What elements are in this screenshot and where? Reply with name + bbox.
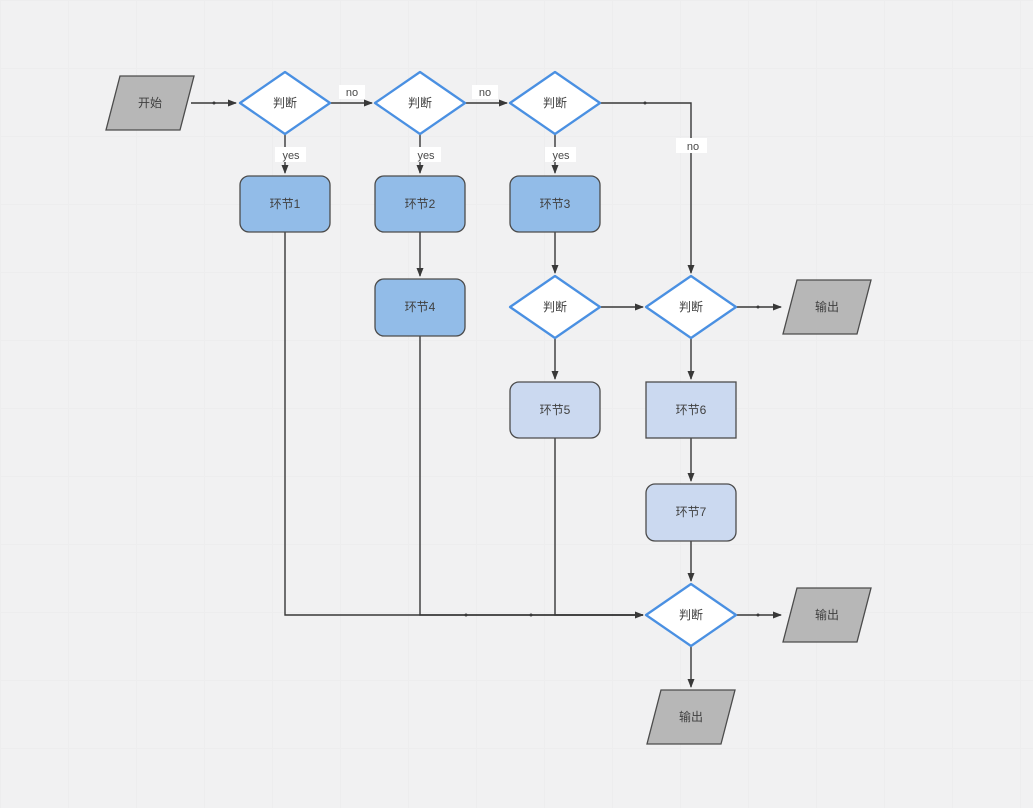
nodes-layer: 开始 判断 判断 判断 环节1 环节2 环节3 环节4 [105, 70, 872, 745]
node-step-6[interactable]: 环节6 [645, 381, 737, 439]
edge-label-no-3: no [687, 141, 699, 153]
node-decision-1[interactable]: 判断 [238, 70, 332, 136]
edge-step-5-to-decision-6[interactable] [554, 438, 643, 616]
edge-step-4-to-decision-6[interactable] [419, 336, 643, 616]
node-label: 判断 [543, 95, 567, 110]
node-label: 环节1 [270, 197, 301, 211]
process-rect-shape [374, 278, 466, 337]
node-decision-3[interactable]: 判断 [508, 70, 602, 136]
node-label: 环节4 [405, 300, 436, 314]
output-parallelogram-shape [782, 279, 872, 335]
node-output-3[interactable]: 输出 [646, 689, 736, 745]
node-output-2[interactable]: 输出 [782, 587, 872, 643]
node-label: 环节7 [676, 505, 707, 519]
edge-label-yes-2: yes [417, 150, 435, 162]
edge-midpoint-dot [529, 613, 533, 617]
edge-label-no-1: no [346, 87, 358, 99]
edge-label-yes-3: yes [552, 150, 570, 162]
edge-label-chip [339, 85, 365, 99]
output-parallelogram-shape [782, 587, 872, 643]
edge-labels-layer: yes yes yes no no no [275, 85, 707, 162]
decision-diamond-shape [644, 582, 738, 648]
edge-label-yes-1: yes [282, 150, 300, 162]
process-rect-shape [645, 483, 737, 542]
node-output-1[interactable]: 输出 [782, 279, 872, 335]
node-start[interactable]: 开始 [105, 75, 195, 131]
node-step-1[interactable]: 环节1 [239, 175, 331, 233]
edge-midpoint-dot [643, 101, 647, 105]
edge-midpoint-dot [212, 101, 216, 105]
node-decision-6[interactable]: 判断 [644, 582, 738, 648]
edge-label-chip [410, 147, 441, 162]
node-decision-5[interactable]: 判断 [644, 274, 738, 340]
node-label: 环节6 [676, 403, 707, 417]
node-label: 环节5 [540, 403, 571, 417]
edge-midpoint-dot [464, 613, 468, 617]
decision-diamond-shape [508, 274, 602, 340]
node-label: 判断 [543, 299, 567, 314]
process-rect-shape [509, 175, 601, 233]
edge-label-chip [545, 147, 576, 162]
node-label: 判断 [273, 95, 297, 110]
node-label: 环节2 [405, 197, 436, 211]
node-step-7[interactable]: 环节7 [645, 483, 737, 542]
node-label: 开始 [138, 96, 162, 110]
node-label: 输出 [815, 299, 839, 314]
decision-diamond-shape [373, 70, 467, 136]
node-label: 环节3 [540, 197, 571, 211]
node-step-5[interactable]: 环节5 [509, 381, 601, 439]
node-label: 输出 [815, 607, 839, 622]
edge-decision-3-no-to-decision-5[interactable] [600, 102, 695, 274]
node-decision-4[interactable]: 判断 [508, 274, 602, 340]
edge-midpoint-dot [756, 305, 760, 309]
edges-layer [191, 99, 782, 688]
edge-label-chip [275, 147, 306, 162]
node-step-2[interactable]: 环节2 [374, 175, 466, 233]
process-rect-shape [374, 175, 466, 233]
edge-label-chip [472, 85, 498, 99]
edge-midpoint-dot [756, 613, 760, 617]
node-label: 判断 [679, 299, 703, 314]
node-decision-2[interactable]: 判断 [373, 70, 467, 136]
edge-label-no-2: no [479, 87, 491, 99]
output-parallelogram-shape [646, 689, 736, 745]
node-step-4[interactable]: 环节4 [374, 278, 466, 337]
node-step-3[interactable]: 环节3 [509, 175, 601, 233]
edge-label-chip [676, 138, 707, 153]
process-rect-shape [509, 381, 601, 439]
process-rect-shape [645, 381, 737, 439]
node-label: 判断 [679, 607, 703, 622]
decision-diamond-shape [238, 70, 332, 136]
process-rect-shape [239, 175, 331, 233]
decision-diamond-shape [644, 274, 738, 340]
start-parallelogram-shape [105, 75, 195, 131]
node-label: 输出 [679, 709, 703, 724]
decision-diamond-shape [508, 70, 602, 136]
node-label: 判断 [408, 95, 432, 110]
